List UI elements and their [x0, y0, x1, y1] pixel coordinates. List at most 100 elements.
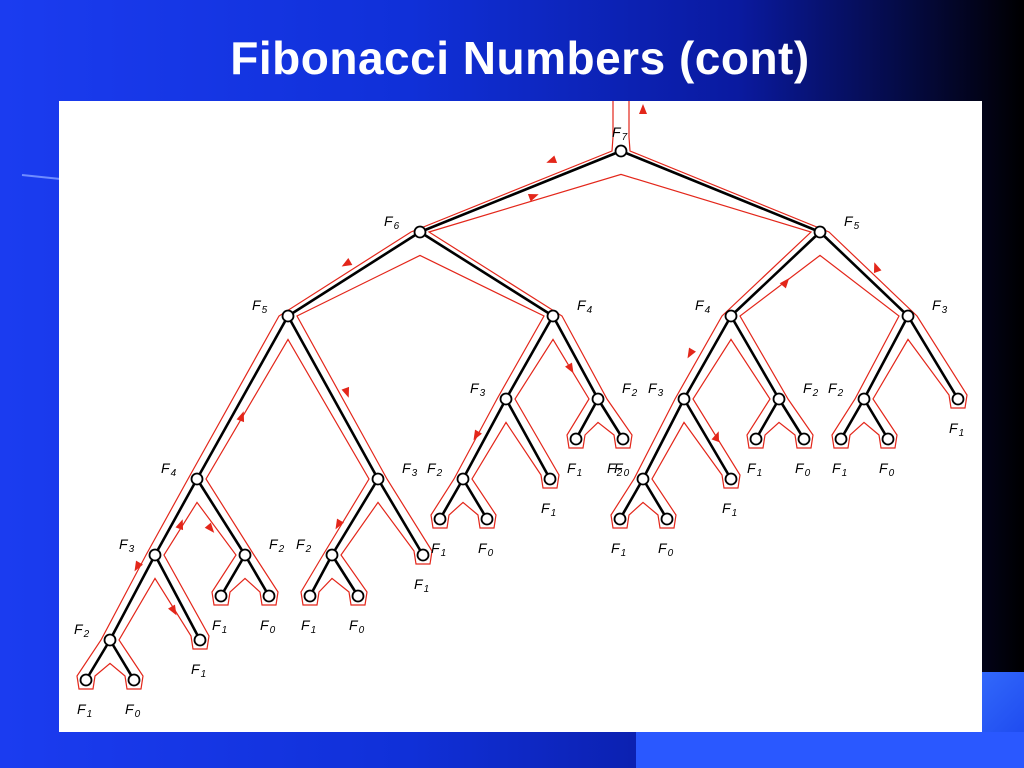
- tree-edge: [551, 315, 600, 400]
- tree-node: [724, 472, 738, 486]
- traversal-trace: [76, 101, 968, 690]
- tree-edge: [195, 315, 290, 480]
- tree-edge: [574, 398, 600, 440]
- tree-edge: [376, 478, 425, 556]
- tree-node: [499, 392, 513, 406]
- tree-node: [480, 512, 494, 526]
- tree-edge: [819, 231, 909, 317]
- node-label: F0: [658, 540, 674, 559]
- node-label: F3: [932, 297, 948, 316]
- tree-node: [834, 432, 848, 446]
- node-label: F4: [695, 297, 711, 316]
- tree-edge: [777, 398, 806, 440]
- node-label: F3: [648, 380, 664, 399]
- tree-node: [281, 309, 295, 323]
- node-label: F4: [161, 460, 177, 479]
- tree-edge: [438, 478, 465, 520]
- slide-title: Fibonacci Numbers (cont): [230, 32, 810, 84]
- tree-node: [127, 673, 141, 687]
- traversal-arrow: [134, 560, 143, 572]
- tree-node: [724, 309, 738, 323]
- node-label: F0: [349, 617, 365, 636]
- traversal-arrow: [236, 411, 245, 423]
- node-label: F3: [119, 536, 135, 555]
- traversal-arrow: [639, 104, 647, 114]
- traversal-arrow: [779, 278, 790, 289]
- node-label: F0: [795, 460, 811, 479]
- node-label: F0: [478, 540, 494, 559]
- tree-edge: [504, 398, 552, 480]
- tree-node: [613, 512, 627, 526]
- node-label: F1: [747, 460, 762, 479]
- tree-edge: [153, 554, 202, 641]
- tree-node: [569, 432, 583, 446]
- traversal-arrow: [527, 193, 539, 202]
- tree-node: [303, 589, 317, 603]
- node-label: F2: [607, 460, 623, 479]
- node-label: F2: [622, 380, 638, 399]
- tree-edge: [419, 230, 554, 318]
- node-label: F2: [269, 536, 285, 555]
- traversal-arrow: [473, 429, 482, 441]
- tree-edge: [754, 398, 781, 440]
- traversal-arrow: [711, 431, 720, 443]
- traversal-arrow: [687, 347, 696, 359]
- node-label: F4: [577, 297, 593, 316]
- node-label: F1: [541, 500, 556, 519]
- node-label: F7: [612, 124, 628, 143]
- traversal-arrows: [134, 104, 882, 616]
- tree-edge: [906, 315, 960, 400]
- tree-edge: [682, 398, 733, 480]
- tree-node: [190, 472, 204, 486]
- tree-node: [433, 512, 447, 526]
- node-label: F0: [614, 460, 630, 479]
- tree-edge: [620, 149, 821, 234]
- traversal-arrow: [341, 386, 350, 398]
- tree-edge: [862, 398, 890, 440]
- node-label: F2: [427, 460, 443, 479]
- tree-edge: [153, 478, 199, 556]
- tree-edge: [862, 315, 910, 400]
- tree-edge: [682, 315, 733, 400]
- tree-edge: [730, 231, 821, 317]
- tree-node: [546, 309, 560, 323]
- node-label: F1: [722, 500, 737, 519]
- tree-node: [616, 432, 630, 446]
- node-label: F2: [828, 380, 844, 399]
- node-label: F0: [125, 701, 141, 720]
- node-label: F1: [611, 540, 626, 559]
- node-label: F6: [384, 213, 400, 232]
- tree-edge: [287, 230, 421, 318]
- tree-node: [901, 309, 915, 323]
- node-label: F1: [414, 576, 429, 595]
- tree-edge: [504, 315, 555, 400]
- tree-node: [416, 548, 430, 562]
- tree-node: [193, 633, 207, 647]
- node-label: F3: [402, 460, 418, 479]
- tree-node: [214, 589, 228, 603]
- node-label: F1: [77, 701, 92, 720]
- node-label: F1: [212, 617, 227, 636]
- tree-edge: [243, 554, 271, 597]
- tree-edge: [596, 398, 625, 440]
- tree-node: [325, 548, 339, 562]
- node-label: F2: [803, 380, 819, 399]
- node-label: F5: [252, 297, 268, 316]
- tree-node: [103, 633, 117, 647]
- node-label: F1: [567, 460, 582, 479]
- node-label: F1: [191, 661, 206, 680]
- tree-edge: [839, 398, 866, 440]
- tree-node: [660, 512, 674, 526]
- tree-edge: [461, 478, 489, 520]
- traversal-arrow: [565, 362, 574, 374]
- tree-node: [351, 589, 365, 603]
- tree-node: [591, 392, 605, 406]
- tree-edge: [641, 398, 686, 480]
- tree-edge: [618, 478, 645, 520]
- tree-node: [456, 472, 470, 486]
- node-label: F2: [296, 536, 312, 555]
- tree-node: [772, 392, 786, 406]
